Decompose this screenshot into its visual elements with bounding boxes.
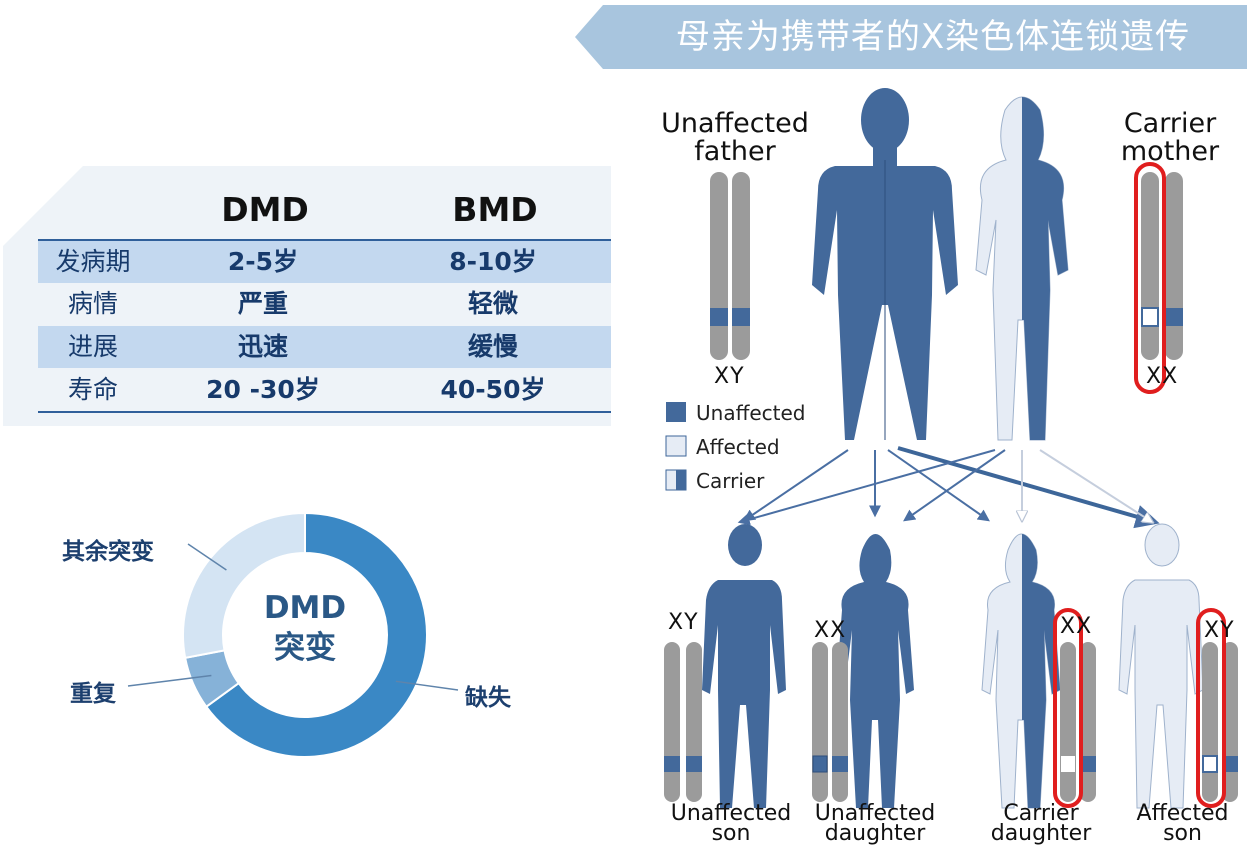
- table-row: 进展 迅速 缓慢: [38, 326, 611, 368]
- bmd-value: 轻微: [467, 289, 518, 318]
- child2-label: Unaffected daughter: [810, 801, 940, 846]
- legend-affected-label: Affected: [696, 435, 780, 459]
- mother-chromosomes: [1134, 162, 1183, 394]
- child1-label-line2: son: [711, 821, 751, 846]
- leader-other: [187, 543, 227, 571]
- inheritance-arrows: [737, 446, 1160, 529]
- table-row: 病情 严重 轻微: [38, 283, 611, 325]
- father-chromosomes: [710, 172, 750, 360]
- child1-label: Unaffected son: [666, 801, 796, 846]
- donut-svg: [127, 511, 459, 758]
- row-label: 寿命: [67, 375, 118, 404]
- unaffected-daughter-chromosomes: [812, 642, 848, 802]
- title-banner: 母亲为携带者的X染色体连锁遗传: [575, 5, 1247, 69]
- bmd-value: 缓慢: [467, 332, 518, 361]
- father-label-line1: Unaffected: [661, 108, 809, 139]
- table-top-rule: [38, 239, 611, 241]
- slice-deletion: [204, 511, 428, 758]
- mutation-donut-chart: DMD 突变 其余突变 重复 缺失: [60, 500, 560, 770]
- dmd-value: 严重: [237, 289, 288, 318]
- child3-chrom-label: XX: [1060, 614, 1093, 639]
- donut-center-line2: 突变: [274, 630, 336, 666]
- unaffected-daughter-figure: [836, 534, 914, 808]
- child1-label-line1: Unaffected: [670, 801, 792, 826]
- donut-center-label: DMD 突变: [250, 588, 360, 668]
- dmd-value: 迅速: [237, 332, 288, 361]
- father-chrom-label: XY: [714, 364, 745, 389]
- child3-label: Carrier daughter: [976, 801, 1106, 846]
- banner-title: 母亲为携带者的X染色体连锁遗传: [675, 17, 1191, 57]
- label-duplication: 重复: [70, 681, 116, 707]
- mother-label-line2: mother: [1120, 136, 1220, 167]
- child3-label-line2: daughter: [990, 821, 1092, 846]
- diagram-svg: [664, 88, 1238, 809]
- affected-son-figure: [1118, 523, 1204, 809]
- legend-carrier-label: Carrier: [696, 469, 765, 493]
- child4-label: Affected son: [1120, 801, 1245, 846]
- father-figure: [812, 88, 958, 440]
- table-bottom-rule: [38, 411, 611, 413]
- father-label-line2: father: [694, 136, 776, 167]
- child2-label-line2: daughter: [824, 821, 926, 846]
- leader-deletion: [395, 680, 459, 691]
- row-label: 发病期: [55, 247, 131, 276]
- child3-label-line1: Carrier: [1003, 801, 1079, 826]
- donut-center-line1: DMD: [263, 590, 347, 626]
- mother-chrom-label: XX: [1146, 364, 1179, 389]
- row-label: 进展: [67, 332, 118, 361]
- table-header-bmd: BMD: [452, 190, 538, 229]
- mother-label: Carrier mother: [1100, 110, 1240, 166]
- father-label: Unaffected father: [650, 110, 820, 166]
- unaffected-son-chromosomes: [664, 642, 702, 802]
- leader-duplication: [127, 674, 212, 687]
- mother-figure: [975, 96, 1069, 441]
- child2-chrom-label: XX: [814, 618, 847, 643]
- legend-swatches: [665, 402, 687, 491]
- bmd-value: 40-50岁: [440, 375, 546, 404]
- child1-chrom-label: XY: [668, 610, 699, 635]
- child4-label-line2: son: [1163, 821, 1202, 846]
- bmd-value: 8-10岁: [449, 247, 537, 276]
- child2-label-line1: Unaffected: [814, 801, 936, 826]
- label-deletion: 缺失: [465, 685, 511, 711]
- dmd-value: 20 -30岁: [206, 375, 320, 404]
- banner-shape: [575, 5, 1247, 69]
- legend-unaffected-label: Unaffected: [696, 401, 806, 425]
- table-row: 寿命 20 -30岁 40-50岁: [38, 369, 611, 411]
- child4-label-line1: Affected: [1136, 801, 1229, 826]
- affected-son-chromosomes: [1196, 608, 1238, 808]
- table-header-dmd: DMD: [221, 190, 309, 229]
- inheritance-diagram: Unaffected father Carrier mother XY XX U…: [630, 80, 1247, 852]
- label-other-mutations: 其余突变: [62, 539, 154, 565]
- row-label: 病情: [67, 289, 118, 318]
- carrier-daughter-figure: [981, 533, 1061, 809]
- dmd-value: 2-5岁: [227, 247, 299, 276]
- child4-chrom-label: XY: [1204, 618, 1235, 643]
- carrier-daughter-chromosomes: [1053, 608, 1096, 808]
- table-row: 发病期 2-5岁 8-10岁: [38, 241, 611, 283]
- unaffected-son-figure: [702, 524, 786, 808]
- slice-other-mutations: [182, 511, 306, 660]
- mother-label-line1: Carrier: [1123, 108, 1217, 139]
